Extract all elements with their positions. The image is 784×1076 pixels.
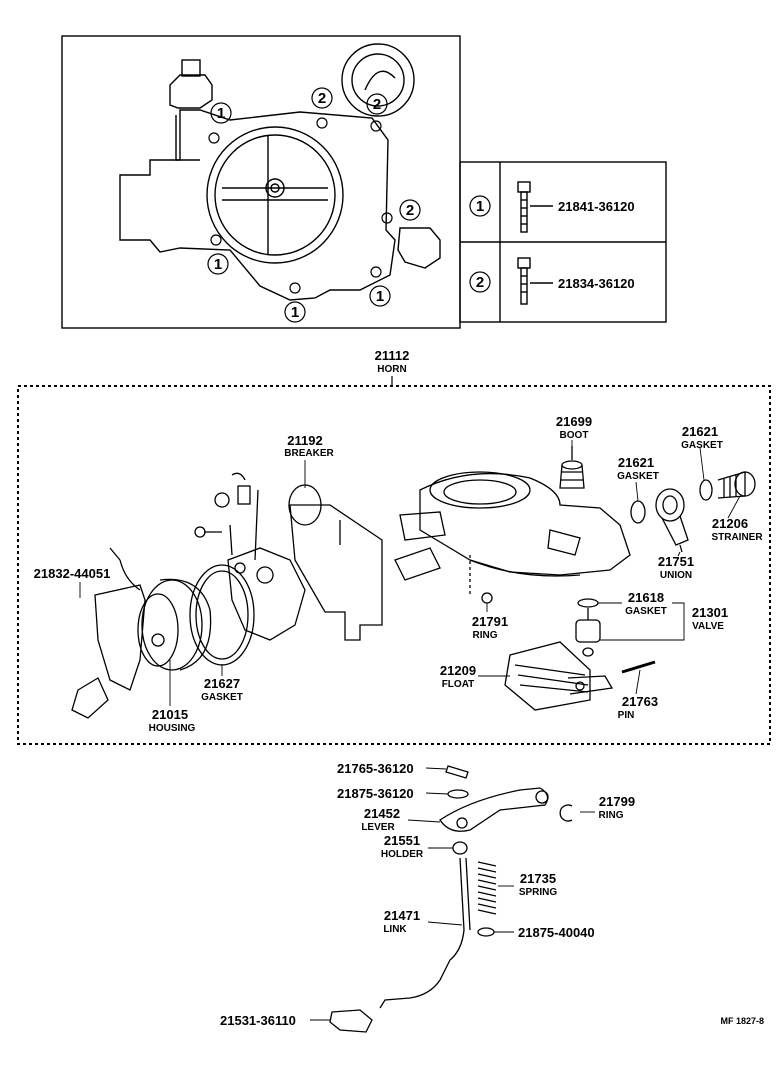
spring-drawing bbox=[477, 861, 497, 915]
washer-b-drawing bbox=[477, 927, 495, 937]
linkage-part-labels: 21765-36120 21875-36120 21452 LEVER 2179… bbox=[220, 761, 635, 1028]
valve-drawing bbox=[575, 598, 601, 657]
legend-marker-2: 2 bbox=[476, 274, 484, 291]
part-no-clip: 21531-36110 bbox=[220, 1013, 296, 1028]
figure-code: MF 1827-8 bbox=[720, 1016, 764, 1026]
part-no-link: 21471 bbox=[384, 908, 420, 923]
breaker-plate-drawing bbox=[288, 484, 383, 641]
bolt-location-inset bbox=[61, 35, 667, 329]
inset-marker-labels: 1 2 2 2 1 1 1 1 2 bbox=[214, 90, 484, 321]
horn-part-labels: 21192 BREAKER 21832-44051 21015 HOUSING … bbox=[34, 414, 764, 734]
washer-a-drawing bbox=[447, 789, 469, 799]
legend-part-no-2: 21834-36120 bbox=[558, 276, 635, 291]
legend-bolt-2 bbox=[517, 257, 553, 305]
part-name-pin: PIN bbox=[618, 710, 635, 721]
marker-one: 1 bbox=[217, 105, 225, 122]
part-name-ring-a: RING bbox=[473, 630, 498, 641]
part-no-gasket-b: 21621 bbox=[682, 424, 718, 439]
gasket-ring-drawing bbox=[189, 564, 255, 666]
bolt-a-drawing bbox=[445, 765, 469, 779]
marker-two: 2 bbox=[373, 96, 381, 113]
part-no-valve: 21301 bbox=[692, 605, 728, 620]
part-no-lever: 21452 bbox=[364, 806, 400, 821]
breaker-body-drawing bbox=[194, 472, 306, 641]
part-no-ring-a: 21791 bbox=[472, 614, 508, 629]
part-no-spring: 21735 bbox=[520, 871, 556, 886]
union-drawing bbox=[655, 488, 689, 553]
part-no-gasket-housing: 21627 bbox=[204, 676, 240, 691]
bracket-drawing bbox=[71, 677, 109, 719]
legend-marker-1: 1 bbox=[476, 198, 484, 215]
inset-markers bbox=[207, 87, 491, 323]
part-no-gasket-a: 21621 bbox=[618, 455, 654, 470]
group-part-no: 21112 bbox=[375, 348, 410, 363]
part-no-float: 21209 bbox=[440, 663, 476, 678]
part-name-gasket-housing: GASKET bbox=[201, 692, 243, 703]
part-no-ring-b: 21799 bbox=[599, 794, 635, 809]
part-name-float: FLOAT bbox=[442, 679, 475, 690]
part-no-gasket-c: 21618 bbox=[628, 590, 664, 605]
part-name-breaker: BREAKER bbox=[284, 448, 334, 459]
part-no-union: 21751 bbox=[658, 554, 694, 569]
legend-part-no-1: 21841-36120 bbox=[558, 199, 635, 214]
part-no-strainer: 21206 bbox=[712, 516, 748, 531]
part-name-boot: BOOT bbox=[560, 430, 589, 441]
part-no-boot: 21699 bbox=[556, 414, 592, 429]
part-no-pin: 21763 bbox=[622, 694, 658, 709]
part-name-gasket-a: GASKET bbox=[617, 471, 659, 482]
part-no-washer-b: 21875-40040 bbox=[518, 925, 595, 940]
part-name-valve: VALVE bbox=[692, 621, 724, 632]
part-no-bolt-a: 21765-36120 bbox=[337, 761, 414, 776]
group-name: HORN bbox=[377, 364, 406, 375]
throttle-body-front-view bbox=[119, 43, 441, 301]
holder-drawing bbox=[452, 841, 468, 855]
part-name-holder: HOLDER bbox=[381, 849, 424, 860]
ring-b-drawing bbox=[559, 804, 573, 822]
part-no-holder: 21551 bbox=[384, 833, 420, 848]
part-no-housing: 21015 bbox=[152, 707, 188, 722]
marker-one: 1 bbox=[214, 256, 222, 273]
housing-drawing bbox=[94, 547, 212, 691]
part-name-link: LINK bbox=[383, 924, 407, 935]
part-no-washer-a: 21875-36120 bbox=[337, 786, 414, 801]
lever-drawing bbox=[439, 787, 549, 832]
carburetor-body-drawing bbox=[394, 471, 631, 595]
horn-group-boundary bbox=[17, 385, 771, 745]
float-drawing bbox=[504, 641, 614, 711]
legend-bolt-1 bbox=[517, 181, 553, 233]
boot-drawing bbox=[559, 446, 585, 489]
marker-two: 2 bbox=[318, 90, 326, 107]
part-name-gasket-c: GASKET bbox=[625, 606, 667, 617]
part-name-ring-b: RING bbox=[599, 810, 624, 821]
gasket-b-drawing bbox=[699, 479, 713, 501]
link-drawing bbox=[379, 857, 465, 1009]
clip-drawing bbox=[329, 1009, 373, 1033]
strainer-drawing bbox=[717, 471, 756, 499]
marker-one: 1 bbox=[291, 304, 299, 321]
part-name-gasket-b: GASKET bbox=[681, 440, 723, 451]
part-name-strainer: STRAINER bbox=[711, 532, 763, 543]
ring-a-drawing bbox=[481, 592, 493, 604]
part-name-lever: LEVER bbox=[361, 822, 395, 833]
marker-two: 2 bbox=[406, 202, 414, 219]
pin-drawing bbox=[621, 660, 656, 674]
marker-one: 1 bbox=[376, 288, 384, 305]
part-name-union: UNION bbox=[660, 570, 692, 581]
part-name-housing: HOUSING bbox=[149, 723, 196, 734]
part-no-screw: 21832-44051 bbox=[34, 566, 111, 581]
part-no-breaker: 21192 bbox=[287, 433, 322, 448]
gasket-a-drawing bbox=[630, 500, 646, 524]
part-name-spring: SPRING bbox=[519, 887, 558, 898]
